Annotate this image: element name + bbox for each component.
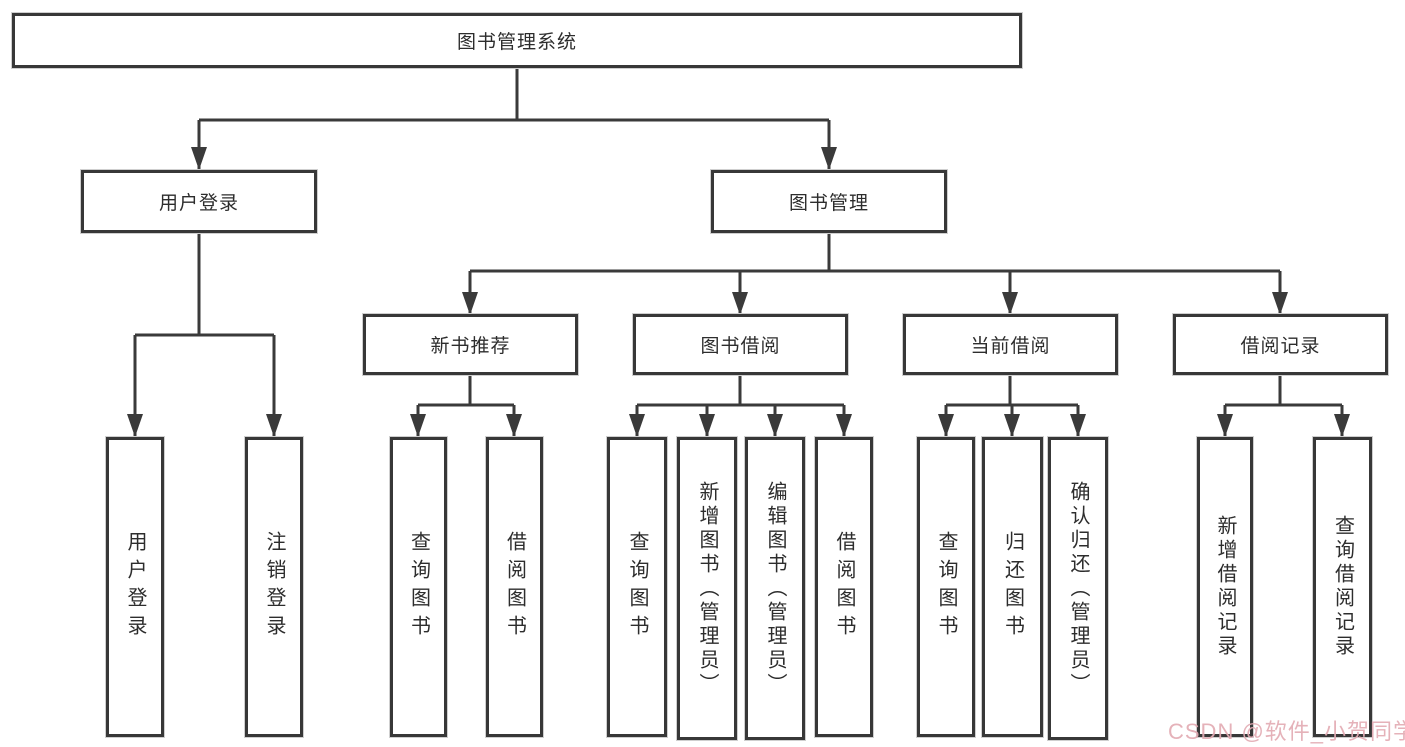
node-label: 注销登录 bbox=[263, 531, 285, 643]
leaf-query-books-1: 查询图书 bbox=[390, 437, 447, 737]
node-book-borrow: 图书借阅 bbox=[633, 314, 848, 375]
csdn-watermark: CSDN @软件_小贺同学 bbox=[1168, 719, 1405, 744]
node-label: 借阅记录 bbox=[1240, 336, 1321, 357]
arrowhead bbox=[1334, 414, 1350, 437]
arrowhead bbox=[506, 414, 522, 437]
arrowhead bbox=[1217, 414, 1233, 437]
leaf-edit-books-admin: 编辑图书（管理员） bbox=[745, 437, 805, 740]
node-label: 用户登录 bbox=[158, 193, 239, 214]
leaf-query-books-2: 查询图书 bbox=[607, 437, 667, 737]
arrowhead bbox=[1002, 292, 1018, 315]
arrowhead bbox=[1004, 414, 1020, 437]
node-label: 新增图书（管理员） bbox=[696, 480, 718, 697]
leaf-logout: 注销登录 bbox=[245, 437, 303, 737]
arrowhead bbox=[462, 292, 478, 315]
leaf-confirm-return-admin: 确认归还（管理员） bbox=[1048, 437, 1108, 740]
arrowhead bbox=[732, 292, 748, 315]
node-label: 图书借阅 bbox=[700, 336, 781, 357]
node-label: 查询借阅记录 bbox=[1331, 515, 1354, 659]
node-label: 图书管理 bbox=[788, 193, 869, 214]
node-label: 当前借阅 bbox=[970, 336, 1051, 357]
arrowhead bbox=[191, 147, 207, 170]
node-root-system: 图书管理系统 bbox=[12, 13, 1022, 68]
leaf-borrow-books-1: 借阅图书 bbox=[486, 437, 543, 737]
connector-userlogin-to-leaves bbox=[133, 233, 276, 437]
node-label: 查询图书 bbox=[935, 531, 957, 643]
connector-newbooks-to-leaves bbox=[416, 375, 516, 437]
arrowhead bbox=[938, 414, 954, 437]
node-label: 新书推荐 bbox=[430, 336, 511, 357]
node-label: 图书管理系统 bbox=[456, 32, 577, 53]
arrowhead bbox=[821, 147, 837, 170]
node-label: 借阅图书 bbox=[503, 531, 526, 643]
node-label: 用户登录 bbox=[124, 531, 146, 643]
arrowhead bbox=[266, 414, 282, 437]
node-label: 借阅图书 bbox=[833, 531, 855, 643]
node-label: 归还图书 bbox=[1001, 531, 1024, 643]
arrowhead bbox=[629, 414, 645, 437]
node-current-borrow: 当前借阅 bbox=[903, 314, 1118, 375]
leaf-query-borrow-record: 查询借阅记录 bbox=[1313, 437, 1372, 737]
arrowhead bbox=[1070, 414, 1086, 437]
node-label: 新增借阅记录 bbox=[1214, 515, 1236, 659]
leaf-return-books: 归还图书 bbox=[982, 437, 1043, 737]
node-label: 查询图书 bbox=[407, 531, 430, 643]
arrowhead bbox=[699, 414, 715, 437]
node-user-login: 用户登录 bbox=[81, 170, 317, 233]
connector-records-to-leaves bbox=[1223, 375, 1344, 437]
arrowhead bbox=[410, 414, 426, 437]
leaf-borrow-books-2: 借阅图书 bbox=[815, 437, 873, 737]
leaf-add-books-admin: 新增图书（管理员） bbox=[677, 437, 737, 740]
leaf-add-borrow-record: 新增借阅记录 bbox=[1197, 437, 1253, 737]
node-new-book-recommend: 新书推荐 bbox=[363, 314, 578, 375]
connector-bookborrow-to-leaves bbox=[635, 375, 846, 437]
arrowhead bbox=[127, 414, 143, 437]
leaf-query-books-3: 查询图书 bbox=[917, 437, 975, 737]
connector-bookmgmt-to-level3 bbox=[468, 233, 1282, 315]
arrowhead bbox=[836, 414, 852, 437]
node-book-management: 图书管理 bbox=[711, 170, 947, 233]
node-label: 查询图书 bbox=[626, 531, 648, 643]
node-label: 确认归还（管理员） bbox=[1067, 480, 1089, 697]
connector-currentborrow-to-leaves bbox=[944, 375, 1080, 437]
node-label: 编辑图书（管理员） bbox=[764, 480, 786, 697]
arrowhead bbox=[1272, 292, 1288, 315]
arrowhead bbox=[767, 414, 783, 437]
leaf-user-login: 用户登录 bbox=[106, 437, 164, 737]
connector-root-to-level2 bbox=[197, 68, 831, 170]
node-borrow-records: 借阅记录 bbox=[1173, 314, 1388, 375]
